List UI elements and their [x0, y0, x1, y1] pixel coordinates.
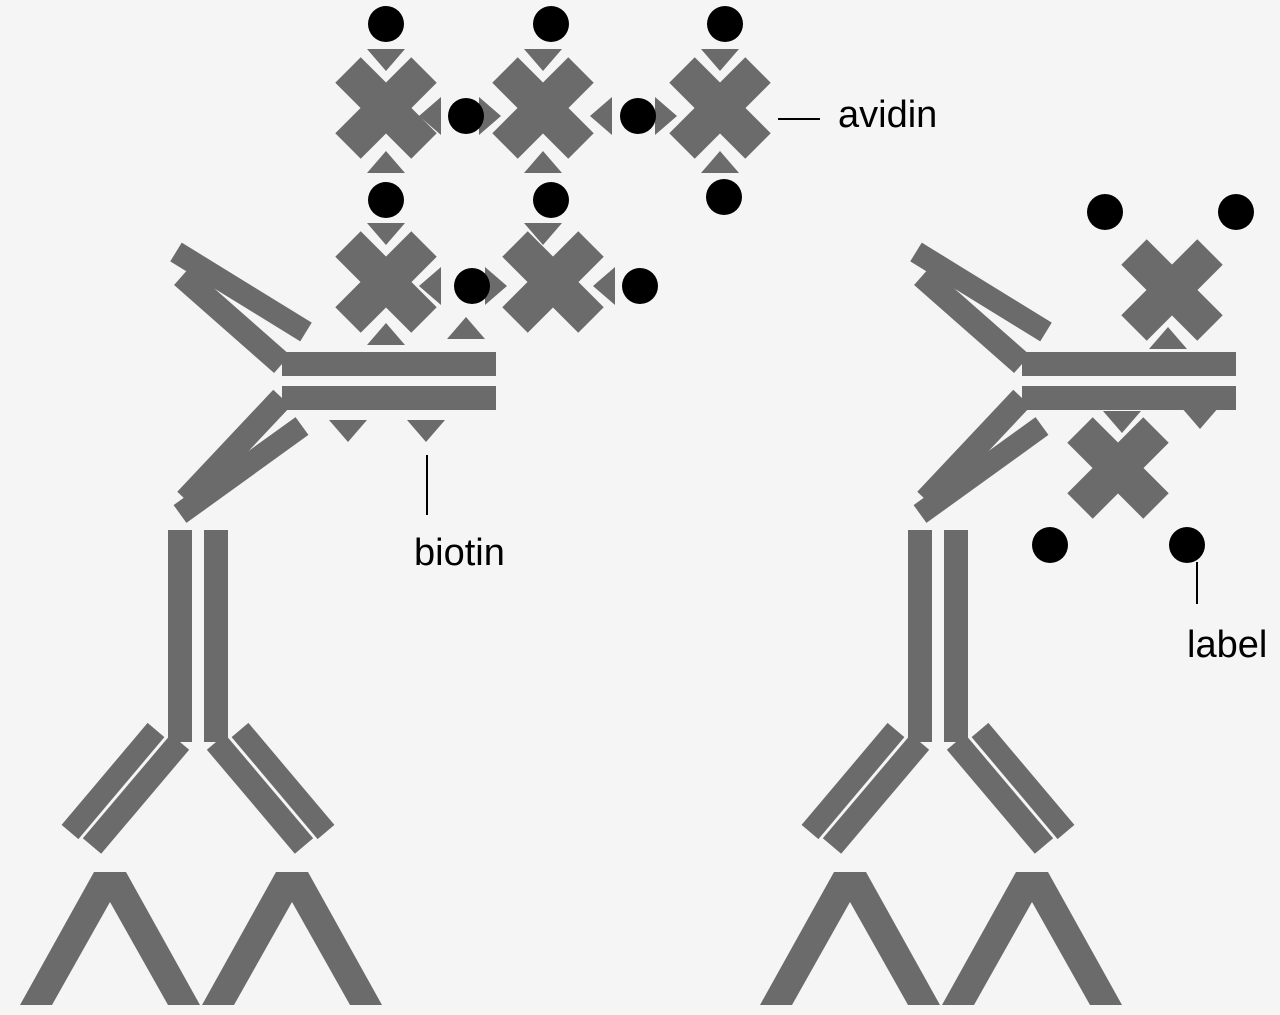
biotin-mark [701, 49, 739, 71]
biotin-mark [524, 151, 562, 173]
label-dot [707, 6, 743, 42]
primary-antibodies [20, 530, 1122, 1005]
label-leader-line [1196, 562, 1198, 604]
antigen-peak-left [20, 872, 200, 1005]
label-dot [1087, 194, 1123, 230]
biotin-mark [407, 420, 445, 442]
avidin-label: avidin [838, 96, 937, 134]
label-dot [706, 179, 742, 215]
secondary-antibodies [176, 252, 1236, 514]
biotin-mark [367, 223, 405, 245]
label-dot [368, 182, 404, 218]
biotin-mark [590, 97, 612, 135]
biotin-mark [593, 267, 615, 305]
label-dot [533, 6, 569, 42]
avidin-molecule [1080, 430, 1156, 506]
label-dot [1169, 527, 1205, 563]
biotin-leader-line [426, 455, 428, 515]
biotin-mark [367, 49, 405, 71]
antigen-peak-right [202, 872, 382, 1005]
label-dot [620, 98, 656, 134]
avidin-molecule [348, 244, 424, 320]
label-label: label [1187, 626, 1267, 664]
biotin-mark [1181, 407, 1219, 429]
avidin-molecule [505, 70, 581, 146]
biotin-mark [329, 420, 367, 442]
label-dot [454, 268, 490, 304]
antigen-peak-right [942, 872, 1122, 1005]
avidin-molecule [348, 70, 424, 146]
primary-antibody [760, 530, 1122, 1005]
secondary-antibody [176, 252, 496, 514]
label-dot [622, 268, 658, 304]
primary-antibody [20, 530, 382, 1005]
biotin-mark [447, 317, 485, 339]
avidin-molecule [682, 70, 758, 146]
avidin-molecule [515, 244, 591, 320]
avidin-molecule [1134, 252, 1210, 328]
label-dot [368, 6, 404, 42]
biotin-mark [524, 49, 562, 71]
biotin-label: biotin [414, 534, 505, 572]
biotin-mark [367, 151, 405, 173]
biotin-mark [701, 151, 739, 173]
label-dot [533, 182, 569, 218]
label-dot [1218, 194, 1254, 230]
antigen-peak-left [760, 872, 940, 1005]
label-dot [448, 98, 484, 134]
label-dot [1032, 527, 1068, 563]
biotin-mark [367, 323, 405, 345]
avidin-leader-line [778, 118, 820, 120]
